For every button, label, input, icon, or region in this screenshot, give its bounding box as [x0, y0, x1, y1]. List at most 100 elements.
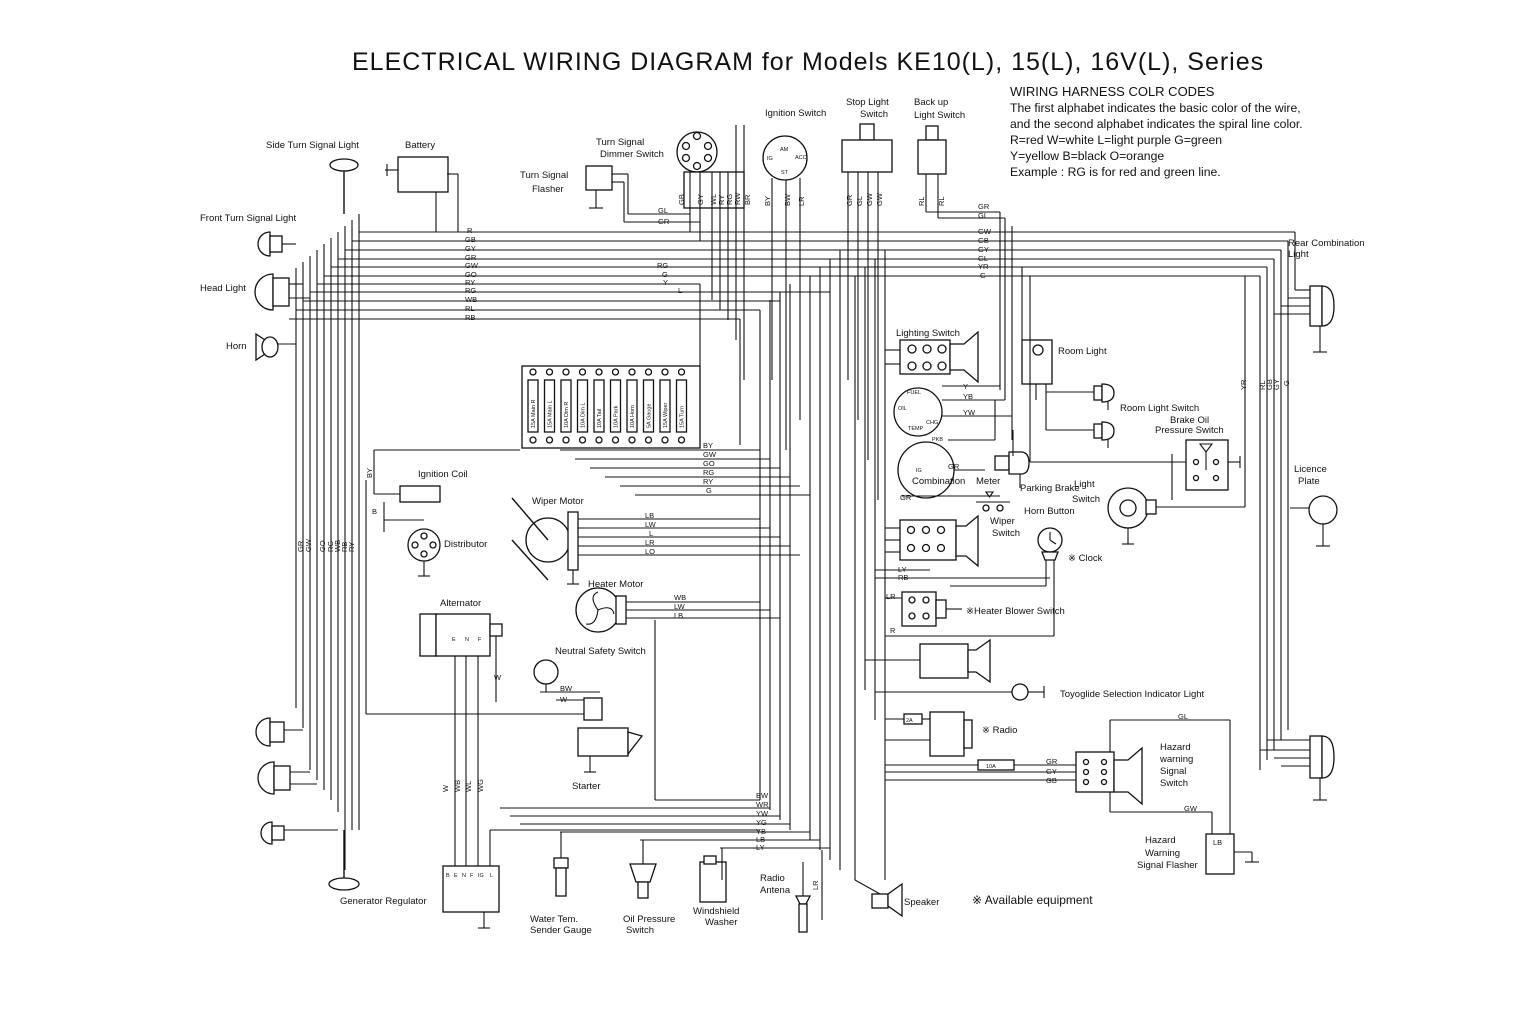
wire-code: GY	[465, 244, 476, 253]
wire-code: GL	[658, 206, 668, 215]
component-label: Light Switch	[914, 110, 965, 121]
wire-code: G	[1282, 380, 1291, 386]
component-label: Side Turn Signal Light	[266, 140, 359, 151]
wire-code: RG	[326, 541, 335, 552]
wire-code: LB	[756, 835, 765, 844]
wire-code: GY	[978, 245, 989, 254]
wire-code: G	[706, 486, 712, 495]
lower-left-lights	[255, 717, 360, 891]
terminal-label: F	[478, 637, 482, 643]
wire-code: RY	[465, 278, 475, 287]
legend-line: and the second alphabet indicates the sp…	[1010, 117, 1303, 131]
wire-code: GW	[703, 450, 717, 459]
wire-code: L	[649, 529, 653, 538]
windshield-washer: Windshield Washer	[693, 848, 739, 928]
fuse: 10A Tail	[593, 368, 605, 444]
heater-blower-switch: ※Heater Blower Switch LR R	[885, 591, 1065, 635]
wire-code: YR	[1239, 379, 1248, 390]
fuse: 15A Wiper	[659, 368, 671, 444]
meter-mark: OIL	[898, 406, 907, 412]
component-label: Light	[1074, 479, 1095, 490]
wire-color-legend: WIRING HARNESS COLR CODES The first alph…	[1010, 84, 1410, 180]
fuse-label: 10A Dim R	[564, 402, 570, 428]
component-label: Hazard	[1160, 742, 1191, 753]
component-label: Windshield	[693, 906, 739, 917]
terminal-label: E	[454, 873, 458, 879]
wire-code: RB	[340, 542, 349, 552]
wire-code: RB	[465, 313, 475, 322]
fuse-label: 15A Main R	[531, 400, 537, 428]
parking-brake-switch: Parking Brake Switch Light	[994, 430, 1100, 505]
component-label: Speaker	[904, 897, 939, 908]
wire-code: GO	[318, 540, 327, 552]
toyoglide-indicator-light: Toyoglide Selection Indicator Light	[1011, 683, 1205, 701]
wire-code: RL	[1258, 380, 1267, 390]
wire-code: WL	[464, 781, 473, 792]
wire-code: WG	[476, 779, 485, 792]
wire-code: YW	[963, 408, 976, 417]
wire-code: LO	[645, 547, 655, 556]
component-label: Generator Regulator	[340, 896, 427, 907]
wire-code: BW	[756, 791, 769, 800]
fuse-label: 15A Wiper	[663, 402, 669, 428]
component-label: Alternator	[440, 598, 481, 609]
brake-oil-pressure-switch: Brake Oil Pressure Switch	[1030, 415, 1241, 500]
component-label: Switch	[992, 528, 1020, 539]
legend-line: Example : RG is for red and green line.	[1010, 165, 1221, 179]
combination-meter: FUEL OIL CHG TEMP PKB IG Combination Met…	[893, 382, 1012, 502]
component-label: Room Light Switch	[1120, 403, 1199, 414]
wire-code: BY	[763, 196, 772, 206]
wire-code: GO	[703, 459, 715, 468]
horn-relay	[1107, 380, 1246, 545]
horn: Horn	[226, 332, 296, 362]
component-label: Dimmer Switch	[600, 149, 664, 160]
terminal-label: ACC	[795, 155, 807, 161]
terminal-label: N	[465, 637, 469, 643]
wire-code: LY	[756, 843, 765, 852]
wire-code: GB	[978, 236, 989, 245]
meter-mark: PKB	[932, 437, 943, 443]
legend-line: The first alphabet indicates the basic c…	[1010, 101, 1301, 115]
fuse: 5A Gauge	[642, 368, 655, 444]
right-top-codes: GR GL GW GB GY GL YR G	[978, 202, 992, 280]
legend-line: R=red W=white L=light purple G=green	[1010, 133, 1223, 147]
distributor: Distributor	[407, 528, 487, 577]
lighting-switch: Lighting Switch	[885, 328, 979, 384]
wire-code: YR	[978, 262, 989, 271]
component-label: Combination	[912, 476, 965, 487]
room-light-switch: Room Light Switch	[1093, 383, 1199, 448]
wire-code: GW	[978, 227, 992, 236]
fuse-label: 15A Main L	[548, 400, 554, 428]
wire-code: RY	[703, 477, 713, 486]
wire-code: WB	[333, 540, 342, 552]
wire-code: LW	[674, 602, 686, 611]
component-label: Ignition Switch	[765, 108, 826, 119]
wire-code: YG	[756, 818, 767, 827]
bottom-bundle: BW WR YW YG YB LB LY	[500, 620, 830, 852]
fuse-label: 2A	[906, 718, 913, 724]
wire-code: GY	[1046, 767, 1057, 776]
hazard-warning-signal-switch: Hazard warning Signal Switch GL GW 10A G…	[885, 712, 1231, 834]
wire-code: W	[441, 784, 450, 792]
left-vertical-codes: GR GW GO RG WB RB RY	[296, 538, 356, 552]
wire-code: WL	[709, 194, 718, 205]
wire-code: BW	[783, 193, 792, 206]
wire-code: R	[467, 226, 473, 235]
wire-code: W	[494, 673, 502, 682]
legend-heading: WIRING HARNESS COLR CODES	[1010, 84, 1215, 99]
wire-code: GL	[978, 254, 988, 263]
component-label: Stop Light	[846, 97, 889, 108]
hazard-warning-signal-flasher: Hazard Warning Signal Flasher LB	[1137, 833, 1259, 875]
regulator-codes: W WB WL WG	[441, 779, 485, 792]
wire-code: GO	[465, 270, 477, 279]
wire-code: RG	[657, 261, 668, 270]
stop-light-switch: Stop Light Switch GR GL GW GW	[841, 97, 893, 500]
component-label: Neutral Safety Switch	[555, 646, 646, 657]
wire-code: GW	[865, 192, 874, 206]
component-label: Ignition Coil	[418, 469, 468, 480]
legend-line: Y=yellow B=black O=orange	[1010, 149, 1165, 163]
wire-code: RL	[917, 196, 926, 206]
wire-code: GL	[855, 196, 864, 206]
speaker: Speaker	[854, 879, 939, 918]
terminal-label: IG	[478, 873, 484, 879]
